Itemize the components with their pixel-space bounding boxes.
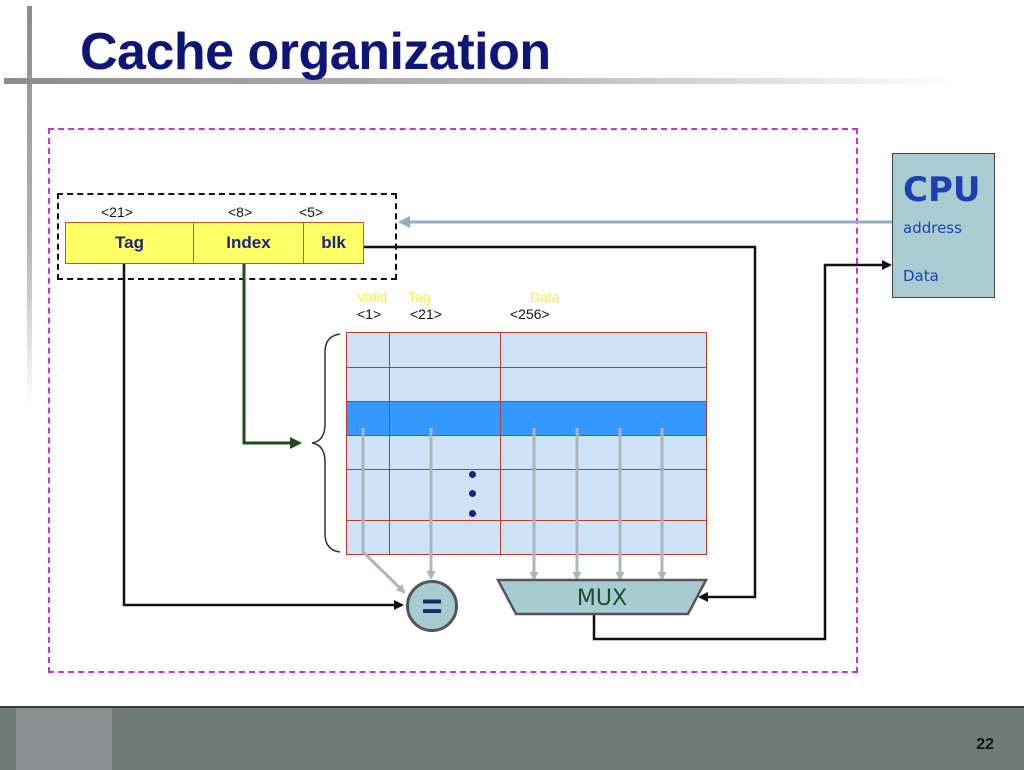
cpu-title: CPU: [903, 170, 981, 210]
ellipsis-dot: [469, 490, 476, 497]
address-tag-field: Tag: [65, 222, 194, 264]
address-register-boundary: [57, 193, 397, 280]
cpu-data-label: Data: [903, 267, 939, 285]
ellipsis-dot: [469, 471, 476, 478]
cache-boundary: [48, 128, 858, 673]
decorative-vertical-bar: [27, 6, 32, 406]
cpu-address-label: address: [903, 219, 962, 237]
cache-cell: [346, 435, 390, 470]
tag-column-bits: <21>: [410, 306, 442, 322]
cache-cell: [346, 520, 390, 555]
valid-column-bits: <1>: [357, 306, 382, 322]
row-brace: [311, 333, 341, 553]
tag-comparator: =: [406, 580, 458, 632]
address-blk-field: blk: [303, 222, 364, 264]
ellipsis-dot: [469, 510, 476, 517]
cache-cell: [389, 520, 501, 555]
blk-select-wire: [364, 245, 757, 602]
mux-label: MUX: [576, 585, 628, 611]
mux-shape: [495, 578, 709, 616]
slide-title: Cache organization: [80, 23, 551, 81]
decorative-horizontal-bar: [4, 78, 954, 84]
cpu-box: CPU address Data: [892, 153, 995, 298]
tag-compare-wire: [122, 264, 404, 610]
valid-read-line: [361, 428, 406, 594]
valid-column-label: Valid: [357, 289, 388, 305]
address-index-field: Index: [193, 222, 304, 264]
cache-cell-selected: [389, 401, 501, 436]
cache-cell: [389, 435, 501, 470]
tag-column-label: Tag: [408, 289, 431, 305]
mux-output-wire: [592, 260, 892, 641]
tag-bits-label: <21>: [101, 204, 133, 220]
data-column-label: Data: [530, 289, 560, 305]
page-number: 22: [976, 736, 994, 753]
index-bits-label: <8>: [228, 204, 253, 220]
data-column-bits: <256>: [510, 306, 550, 322]
index-select-wire: [242, 264, 302, 449]
cache-cell: [389, 469, 501, 521]
blk-bits-label: <5>: [299, 204, 324, 220]
slide-footer: 22: [0, 706, 1024, 770]
footer-decoration: [16, 708, 112, 770]
